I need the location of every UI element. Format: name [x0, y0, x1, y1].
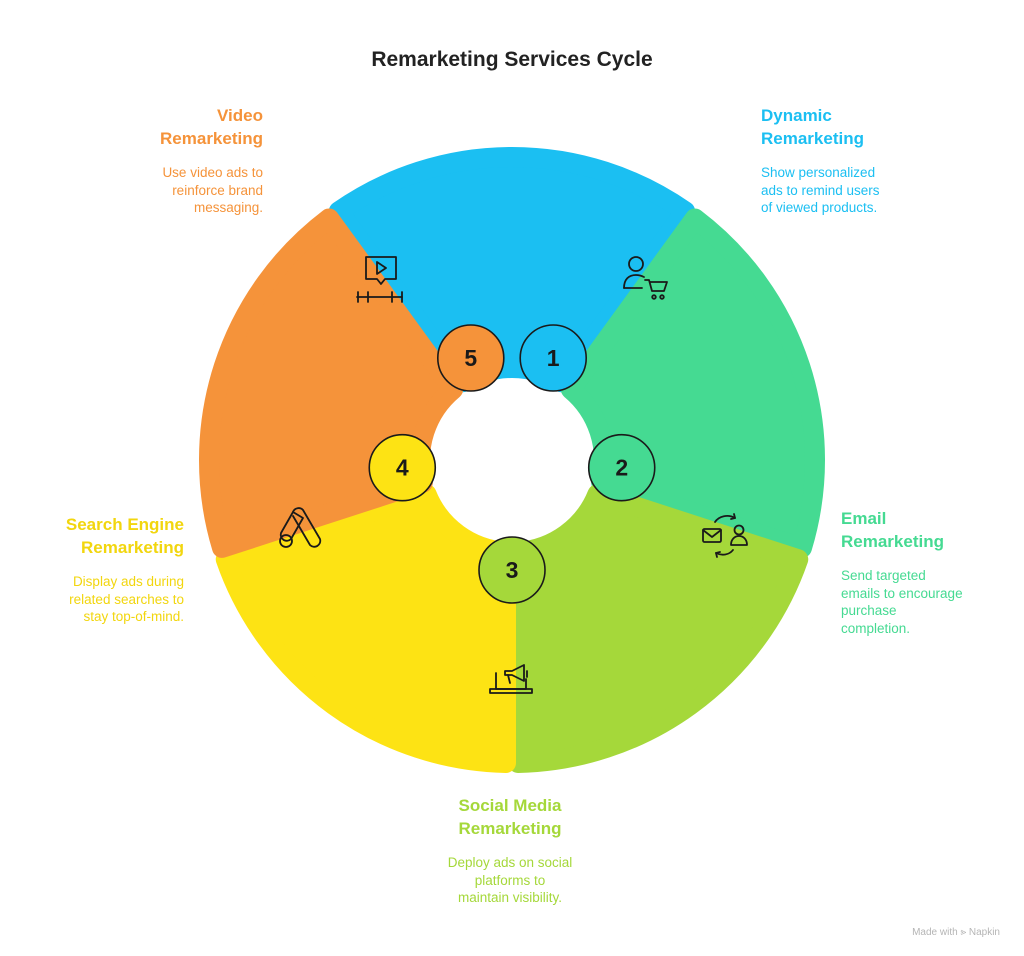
diagram-title: Remarketing Services Cycle	[371, 48, 653, 71]
google-ads-icon	[279, 507, 322, 548]
number-badge-circle	[436, 324, 505, 392]
label-dynamic-remarketing: Dynamic Remarketing Show personalized ad…	[761, 104, 1021, 217]
social-media-remarketing-description: Deploy ads on social platforms to mainta…	[447, 855, 573, 905]
label-social-media-remarketing: Social Media Remarketing Deploy ads on s…	[380, 794, 640, 907]
number-badge-circle	[368, 433, 437, 502]
number-badge-label: 4	[396, 455, 409, 481]
search-engine-remarketing-description: Display ads during related searches to s…	[69, 574, 184, 624]
email-remarketing-title: Email Remarketing	[841, 509, 944, 551]
video-timeline-icon	[356, 256, 403, 303]
segments-group	[199, 147, 825, 773]
number-badge-2: 2	[587, 433, 656, 502]
email-remarketing-description: Send targeted emails to encourage purcha…	[841, 568, 963, 636]
dynamic-remarketing-title: Dynamic Remarketing	[761, 106, 864, 148]
label-email-remarketing: Email Remarketing Send targeted emails t…	[841, 507, 1024, 637]
search-engine-remarketing-title: Search Engine Remarketing	[65, 515, 184, 557]
user-cart-icon	[623, 256, 668, 300]
number-badge-3: 3	[478, 536, 546, 604]
number-badges-group: 1 2 3 4 5	[368, 324, 656, 604]
number-badge-5: 5	[436, 324, 505, 392]
number-badge-circle	[478, 536, 546, 604]
label-search-engine-remarketing: Search Engine Remarketing Display ads du…	[0, 513, 184, 626]
segment-dynamic	[328, 147, 696, 393]
number-badge-circle	[519, 324, 588, 392]
social-media-remarketing-title: Social Media Remarketing	[458, 796, 562, 838]
icons-group	[279, 256, 748, 694]
made-with-napkin: Made with ⪢ Napkin	[912, 927, 1000, 938]
segment-social	[508, 484, 809, 773]
video-remarketing-title: Video Remarketing	[160, 106, 263, 148]
number-badge-label: 3	[506, 557, 519, 583]
dynamic-remarketing-description: Show personalized ads to remind users of…	[761, 165, 880, 215]
label-video-remarketing: Video Remarketing Use video ads to reinf…	[3, 104, 263, 217]
number-badge-label: 2	[615, 455, 628, 481]
laptop-megaphone-icon	[489, 664, 533, 694]
number-badge-label: 1	[547, 345, 560, 371]
number-badge-4: 4	[368, 433, 437, 502]
email-user-sync-icon	[702, 513, 748, 558]
video-remarketing-description: Use video ads to reinforce brand messagi…	[162, 165, 263, 215]
number-badge-label: 5	[464, 345, 477, 371]
segment-search	[215, 484, 516, 773]
number-badge-circle	[587, 433, 656, 502]
number-badge-1: 1	[519, 324, 588, 392]
